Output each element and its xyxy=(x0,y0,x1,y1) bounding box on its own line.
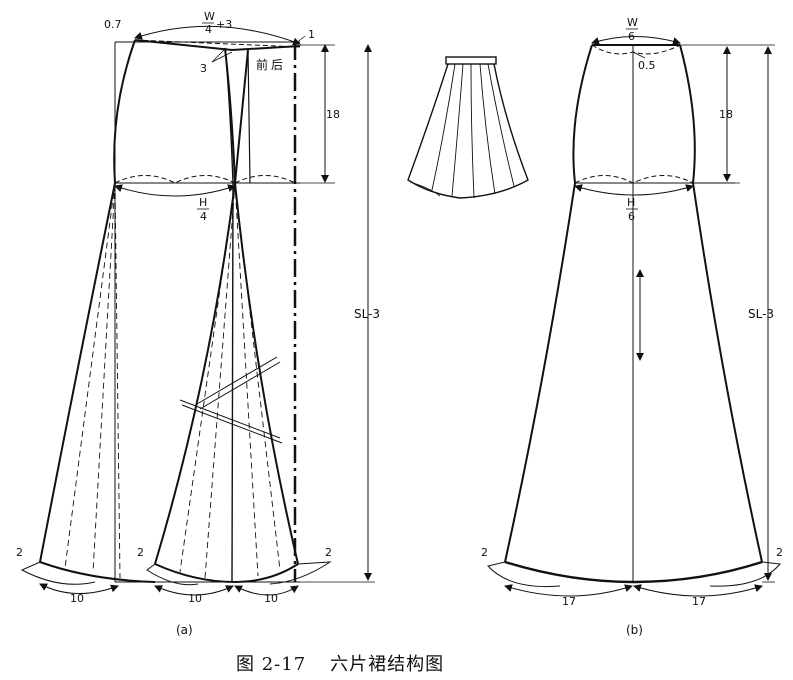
hem-rise-right-label: 2 xyxy=(325,546,332,559)
hem-left-label: 10 xyxy=(70,592,84,605)
figure-number: 图 2-17 xyxy=(236,654,307,675)
waist-formula-suffix: +3 xyxy=(216,18,232,31)
waist-curve-b xyxy=(591,44,681,55)
left-side-seam xyxy=(39,39,136,563)
hip-curve-b xyxy=(574,175,694,184)
grain-line-a xyxy=(179,356,283,444)
hem-left xyxy=(39,561,156,583)
hip-formula-numer: H xyxy=(199,196,207,209)
hip-curve-right xyxy=(234,175,296,184)
skirt-length-label: SL-3 xyxy=(354,307,380,321)
front-label: 前 xyxy=(256,57,268,72)
hem-mid-label: 10 xyxy=(188,592,202,605)
skirt-outline xyxy=(407,63,529,199)
panel-b-label: (b) xyxy=(626,623,643,637)
hem-rise-right xyxy=(269,561,332,585)
inner-seam xyxy=(224,47,234,583)
hem-dim-left xyxy=(39,583,119,594)
waist-dim-arc xyxy=(134,25,301,46)
hem-rise-left-label: 2 xyxy=(16,546,23,559)
hem-left-label-b: 17 xyxy=(562,595,576,608)
dim-3-label: 3 xyxy=(200,62,207,75)
panel-b xyxy=(487,36,781,597)
hem-rise-mid-label: 2 xyxy=(137,546,144,559)
hem-dim-right-b xyxy=(633,584,763,597)
waist-formula-numer: W xyxy=(204,10,215,23)
waist-formula-numer-b: W xyxy=(627,16,638,29)
dim-0-5-label: 0.5 xyxy=(638,59,656,72)
hip-depth-label: 18 xyxy=(326,108,340,121)
hip-dim-arc xyxy=(114,184,236,197)
hem-right-label-b: 17 xyxy=(692,595,706,608)
hem-dim-right xyxy=(234,585,299,596)
hem-rise-left-label-b: 2 xyxy=(481,546,488,559)
dim-0-7-label: 0.7 xyxy=(104,18,122,31)
waist-formula-denom: 4 xyxy=(205,23,212,36)
hem-rise-right-label-b: 2 xyxy=(776,546,783,559)
figure-caption: 图 2-17 六片裙结构图 xyxy=(236,650,468,676)
middle-seam-right xyxy=(233,49,299,565)
hip-formula-denom: 4 xyxy=(200,210,207,223)
panel-a-labels: 0.7 W 4 +3 1 3 前 后 18 H 4 SL-3 2 2 2 10 … xyxy=(16,10,380,637)
panel-b-labels: W 6 0.5 18 H 6 SL-3 2 2 17 17 (b) xyxy=(481,16,783,637)
side-seam-right-b xyxy=(679,44,763,563)
waist-dim-arc-b xyxy=(591,36,681,45)
middle-seam-left xyxy=(154,47,237,565)
waist-formula-denom-b: 6 xyxy=(628,30,635,43)
panel-a xyxy=(20,25,375,596)
hem-rise-mid-left xyxy=(146,563,199,586)
hem-rise-left xyxy=(20,561,96,585)
hem-right-label: 10 xyxy=(264,592,278,605)
hip-formula-denom-b: 6 xyxy=(628,210,635,223)
flare-guides-mid xyxy=(179,182,281,579)
hem-mid xyxy=(154,563,299,584)
hem-dim-mid xyxy=(154,585,234,596)
side-seam-left-b xyxy=(504,44,593,563)
hip-depth-label-b: 18 xyxy=(719,108,733,121)
skirt-length-label-b: SL-3 xyxy=(748,307,774,321)
figure-title: 六片裙结构图 xyxy=(330,654,445,675)
skirt-panel-lines xyxy=(431,63,515,199)
hip-curve-left xyxy=(114,175,236,184)
hip-formula-numer-b: H xyxy=(627,196,635,209)
back-label: 后 xyxy=(271,58,283,72)
hem-dim-left-b xyxy=(504,584,633,597)
dim-1-label: 1 xyxy=(308,28,315,41)
waistband xyxy=(445,56,497,65)
hem-b xyxy=(504,560,763,584)
hip-dim-arc-b xyxy=(574,184,694,196)
flare-guides-left xyxy=(64,182,121,579)
inner-seam-2 xyxy=(247,49,251,184)
panel-a-label: (a) xyxy=(176,623,193,637)
skirt-sketch xyxy=(407,56,529,199)
